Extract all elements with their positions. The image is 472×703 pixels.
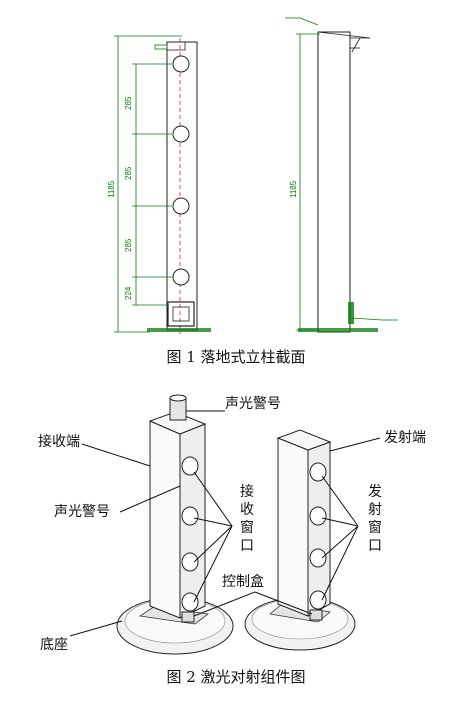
svg-text:射: 射 — [368, 502, 382, 518]
receive-window — [181, 456, 199, 476]
figure1-drawing: 1185 285 285 285 224 1185 — [107, 17, 398, 334]
label-receiver-end: 接收端 — [38, 433, 80, 450]
emit-window — [309, 548, 327, 568]
svg-text:收: 收 — [240, 502, 254, 518]
label-emit-window: 发 射 窗 口 — [368, 484, 382, 554]
label-alarm-top: 声光警号 — [225, 396, 281, 412]
svg-text:口: 口 — [240, 538, 254, 554]
dim-spacing-3: 285 — [124, 238, 133, 252]
figure2-caption: 图 2 激光对射组件图 — [166, 668, 306, 686]
label-emitter-end: 发射端 — [384, 430, 426, 446]
svg-text:口: 口 — [368, 538, 382, 554]
svg-text:接: 接 — [240, 483, 254, 500]
window-circle — [172, 197, 190, 215]
label-base: 底座 — [40, 637, 68, 653]
dim-spacing-1: 285 — [124, 96, 133, 110]
label-receive-window: 接 收 窗 口 — [240, 483, 254, 554]
receive-window — [181, 552, 199, 572]
dim-spacing-2: 285 — [124, 166, 133, 180]
svg-text:窗: 窗 — [240, 519, 254, 536]
emitter-assembly — [244, 429, 356, 651]
receiver-assembly — [116, 394, 234, 655]
figure1-caption: 图 1 落地式立柱截面 — [166, 348, 306, 366]
emit-window — [309, 506, 327, 526]
receive-window — [181, 506, 199, 526]
label-alarm-side: 声光警号 — [54, 504, 110, 520]
control-box — [181, 611, 195, 623]
svg-text:窗: 窗 — [368, 519, 382, 536]
receive-window — [181, 592, 199, 612]
dim-total-right: 1185 — [289, 180, 298, 198]
left-column-section: 1185 285 285 285 224 — [107, 35, 211, 334]
label-control-box: 控制盒 — [222, 573, 264, 590]
dim-spacing-4: 224 — [124, 286, 133, 300]
right-column-section: 1185 — [285, 17, 398, 333]
window-circle — [172, 125, 190, 143]
emit-window — [309, 590, 327, 610]
dim-total-left: 1185 — [107, 180, 116, 198]
window-circle — [172, 55, 190, 73]
control-box — [309, 609, 323, 621]
svg-text:发: 发 — [368, 484, 382, 500]
window-circle — [172, 268, 190, 286]
figure2-drawing: 声光警号 接收端 声光警号 接 收 窗 口 发射端 发 射 窗 口 控制盒 底座 — [38, 394, 426, 655]
leader-lines — [69, 410, 381, 637]
